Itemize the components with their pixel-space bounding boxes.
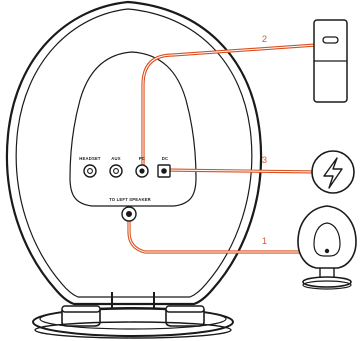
port-left-speaker-label: TO LEFT SPEAKER [109,197,151,202]
speaker-stand [32,292,234,339]
port-left-speaker-hole [126,211,132,217]
speaker-shell-inner [15,8,253,298]
left-speaker-icon [297,205,357,290]
rear-panel [69,51,197,207]
port-dc-label: DC [162,156,168,161]
usb-drive-icon [313,19,348,103]
port-pc-label: PC [139,156,145,161]
port-headset: HEADSET [79,156,101,178]
right-speaker [5,0,263,306]
callout-1: 1 [262,236,267,246]
cables [127,43,328,254]
cable-left-speaker-outer [127,212,328,254]
port-headset-label: HEADSET [79,156,101,161]
cable-pc-usb [141,43,318,172]
power-icon-bolt [323,157,343,189]
port-aux-label: AUX [111,156,120,161]
stand-plate-rim [34,321,232,339]
port-headset-hole [87,168,93,174]
stand-foot-right [165,309,205,327]
stand-foot-right-top [165,305,205,313]
port-pc: PC [135,156,149,178]
left-speaker-base [302,276,352,288]
left-speaker-port [324,248,330,254]
callout-3: 3 [262,155,267,165]
port-dc-pin [161,168,167,174]
port-left-speaker: TO LEFT SPEAKER [109,197,151,222]
left-speaker-base-rim [302,280,352,290]
port-aux-hole [113,168,119,174]
cable-pc-usb-inner [142,44,317,171]
cable-power [161,168,320,174]
stand-foot-left-top [61,305,101,313]
cable-power-inner [162,169,319,173]
usb-drive-slot [322,36,339,44]
left-speaker-panel [313,222,341,257]
port-pc-hole [139,168,145,174]
cable-left-speaker [127,212,328,254]
lightning-bolt-icon [311,150,355,194]
cable-left-speaker-inner [128,213,327,253]
port-dc: DC [157,156,171,178]
cable-pc-usb-outer [141,43,318,172]
callout-2: 2 [262,34,267,44]
speaker-shell-outer [5,0,263,306]
port-aux: AUX [109,156,123,178]
